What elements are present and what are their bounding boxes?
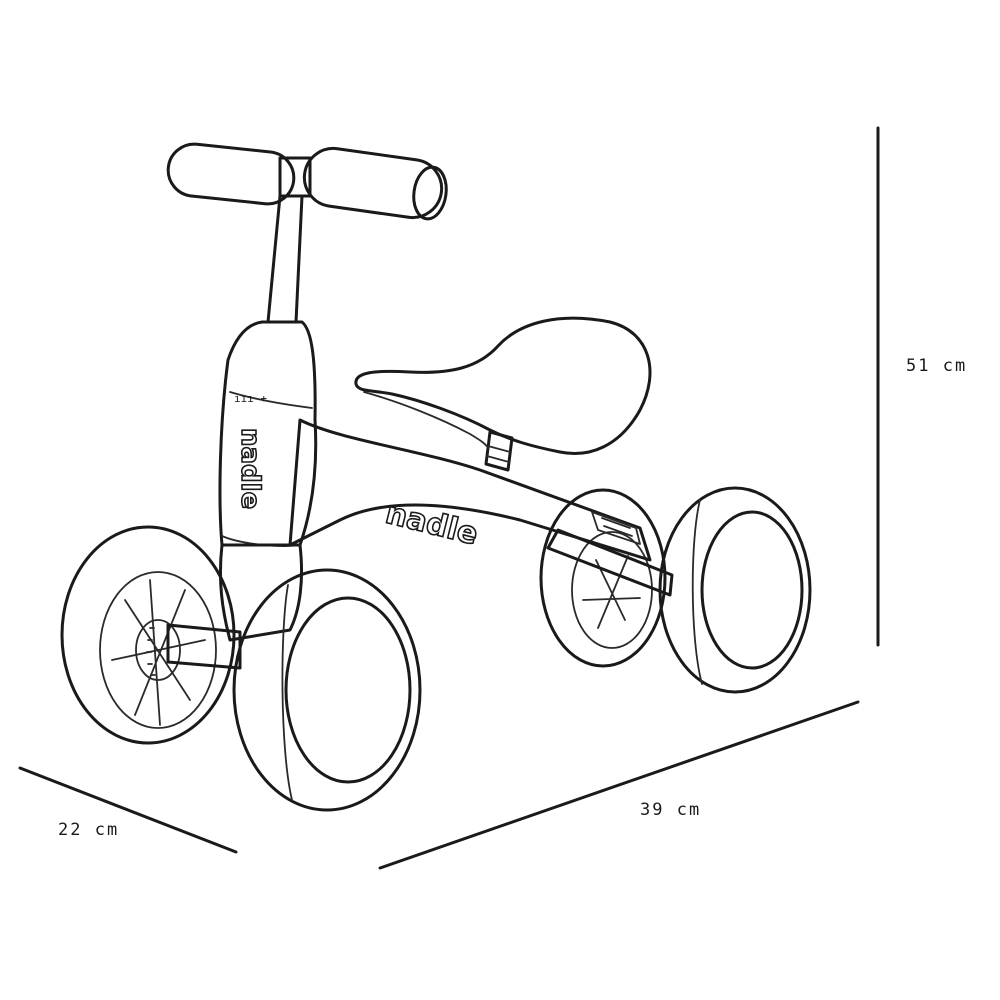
brand-logo-stem: nadle [235, 428, 265, 509]
front-left-wheel [60, 525, 236, 745]
width-label: 22 cm [58, 820, 120, 840]
rear-right-wheel [658, 486, 812, 694]
frame-rear-clamp [591, 511, 641, 545]
front-axle [166, 623, 242, 670]
height-label: 51 cm [906, 356, 968, 376]
height-scale-marks: ııı + [234, 392, 267, 405]
rear-left-wheel [539, 488, 667, 668]
length-label: 39 cm [640, 800, 702, 820]
head-tube [218, 320, 318, 547]
front-fork [218, 543, 303, 642]
handlebar [166, 142, 448, 221]
steering-stem [266, 194, 304, 324]
rear-axle [546, 528, 674, 597]
main-frame [288, 418, 652, 562]
length-dimension-line [378, 700, 860, 870]
front-right-wheel [232, 568, 422, 812]
seat [354, 316, 652, 455]
width-dimension-line [18, 766, 238, 854]
